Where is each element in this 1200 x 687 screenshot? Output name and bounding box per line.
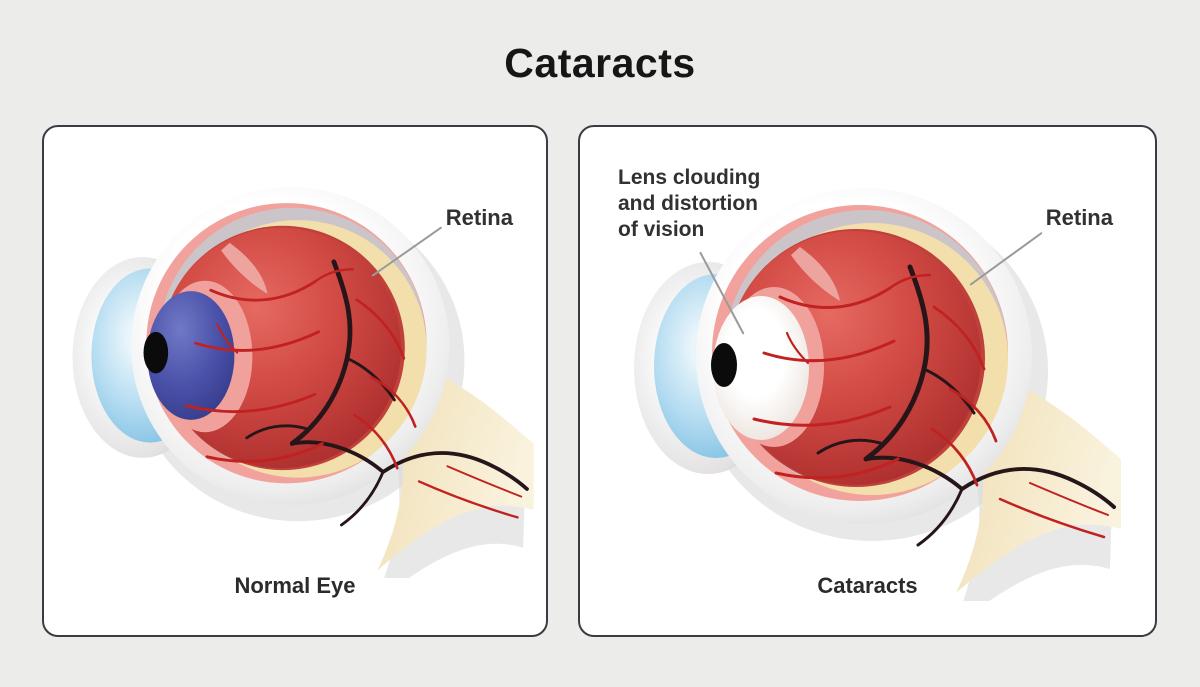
cataract-eye-illustration: [634, 188, 1121, 601]
pupil-icon: [711, 343, 737, 387]
normal-eye-illustration: [72, 186, 534, 578]
panel-caption-cataracts: Cataracts: [817, 573, 918, 598]
page-title: Cataracts: [504, 40, 696, 86]
retina-label: Retina: [1045, 205, 1113, 230]
lens-clouded: [713, 296, 809, 440]
retina-label: Retina: [445, 205, 513, 230]
lens-normal: [147, 291, 235, 420]
pupil-icon: [143, 331, 169, 374]
panel-cataract-eye: Lens clouding and distortion of vision R…: [578, 125, 1157, 637]
panel-caption-normal: Normal Eye: [234, 573, 356, 598]
lens-clouding-label: Lens clouding and distortion of vision: [618, 166, 761, 241]
panel-normal-eye: Retina Normal Eye: [42, 125, 548, 637]
